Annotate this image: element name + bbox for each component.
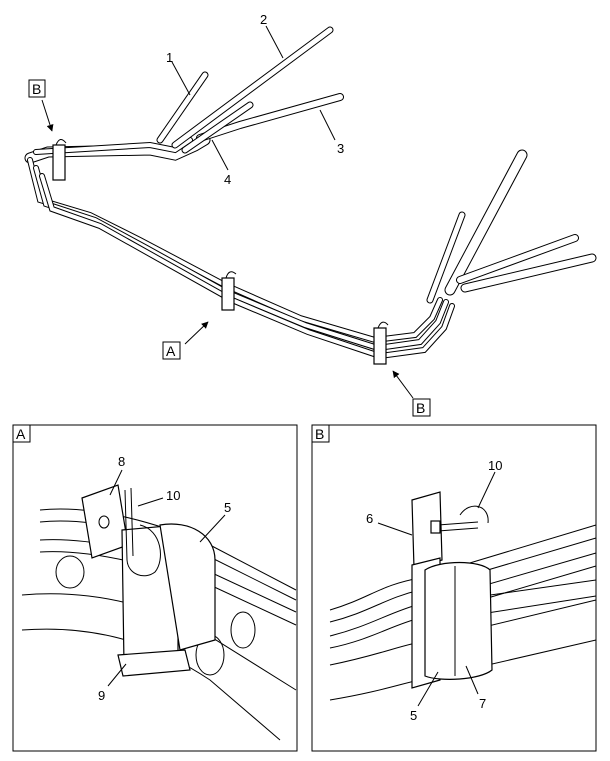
view-arrow-a	[184, 321, 209, 345]
detail-a-leader-8	[109, 469, 123, 496]
detail-a-bracket	[81, 484, 216, 677]
view-arrow-b-bottom	[392, 370, 414, 399]
view-tag-b-top: B	[28, 79, 46, 98]
leader-2	[265, 25, 284, 59]
detail-b-leader-6	[377, 522, 413, 536]
detail-a-u-bolt	[124, 487, 161, 577]
callout-4: 4	[224, 172, 231, 187]
detail-a-callout-10: 10	[166, 488, 180, 503]
svg-text:A: A	[166, 343, 176, 359]
detail-a-leader-10	[137, 497, 164, 507]
leader-3	[319, 109, 336, 141]
view-arrow-b-top	[41, 99, 54, 132]
detail-a-callout-8: 8	[118, 454, 125, 469]
detail-b-callout-5: 5	[410, 708, 417, 723]
view-tag-a: A	[162, 341, 181, 360]
detail-a-leader-9	[107, 663, 127, 687]
detail-b-callout-10: 10	[488, 458, 502, 473]
callout-1: 1	[166, 50, 173, 65]
clamp-middle	[221, 271, 237, 311]
leader-1	[171, 61, 191, 96]
leader-4	[211, 139, 229, 171]
svg-text:B: B	[32, 81, 41, 97]
clamp-left	[52, 139, 67, 181]
detail-a-leader-5	[199, 514, 226, 543]
detail-b-callout-7: 7	[479, 696, 486, 711]
clamp-right	[373, 321, 389, 365]
detail-b-leader-10	[477, 471, 496, 509]
callout-3: 3	[337, 141, 344, 156]
detail-a-tag: A	[16, 426, 26, 442]
tube-bundle	[24, 134, 455, 360]
tube-assembly-overview: 1 2 3 4 B A B	[24, 12, 597, 417]
svg-text:B: B	[416, 400, 425, 416]
detail-view-b: B 10 6	[311, 424, 597, 752]
detail-view-a: A 8	[12, 424, 298, 752]
detail-a-callout-9: 9	[98, 688, 105, 703]
detail-b-leader-7	[465, 665, 479, 695]
detail-a-callout-5: 5	[224, 500, 231, 515]
view-tag-b-bottom: B	[412, 398, 431, 417]
detail-b-callout-6: 6	[366, 511, 373, 526]
branch-tubes-right	[426, 149, 597, 304]
branch-tubes-left	[156, 26, 344, 154]
callout-2: 2	[260, 12, 267, 27]
detail-b-bracket	[411, 491, 493, 689]
detail-b-tag: B	[315, 426, 324, 442]
detail-b-leader-5	[417, 671, 439, 707]
